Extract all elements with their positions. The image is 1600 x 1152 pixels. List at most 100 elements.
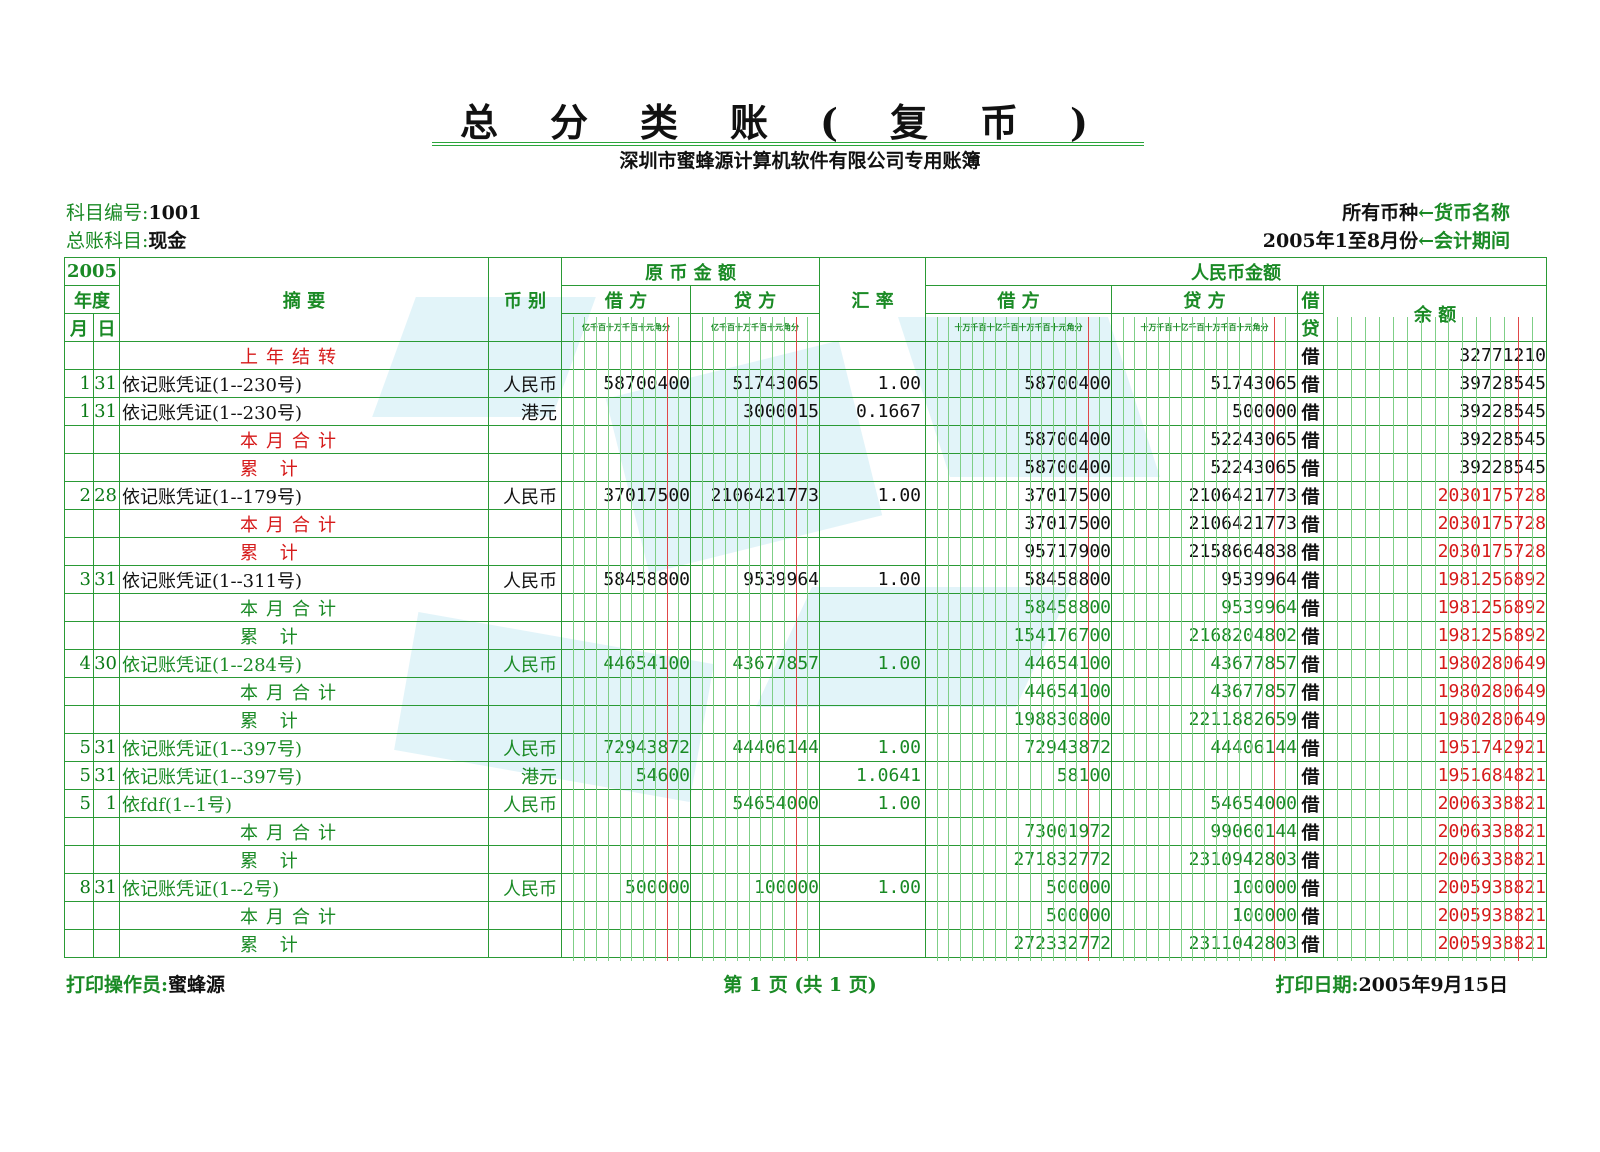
row-orig-debit: 54600 <box>561 761 692 790</box>
rate-header: 汇 率 <box>819 257 927 342</box>
row-day <box>92 453 121 482</box>
row-currency <box>488 621 563 650</box>
digit-guide <box>1336 317 1338 961</box>
row-rate <box>819 425 927 454</box>
digit-guide <box>1462 317 1464 961</box>
digit-guide <box>1204 317 1205 961</box>
row-orig-debit <box>561 929 692 958</box>
row-direction: 借 <box>1297 397 1325 426</box>
row-direction: 借 <box>1297 761 1325 790</box>
digit-guide <box>1392 317 1394 961</box>
digit-guide <box>1364 317 1366 961</box>
digit-guide <box>1169 317 1171 961</box>
row-summary: 累 计 <box>119 537 490 566</box>
row-day <box>92 341 121 370</box>
row-summary: 依记账凭证(1--230号) <box>119 397 490 426</box>
row-rate: 1.00 <box>819 369 927 398</box>
currency-header: 币 别 <box>488 257 563 342</box>
row-orig-credit: 9539964 <box>690 565 821 594</box>
row-orig-credit: 43677857 <box>690 649 821 678</box>
digit-guide <box>795 317 797 961</box>
row-orig-debit <box>561 845 692 874</box>
digit-guide <box>572 317 574 961</box>
row-currency: 人民币 <box>488 789 563 818</box>
digit-guide <box>1238 317 1240 961</box>
row-orig-debit: 37017500 <box>561 481 692 510</box>
year-unit-header: 年度 <box>63 285 121 314</box>
row-orig-credit <box>690 901 821 930</box>
row-direction: 借 <box>1297 481 1325 510</box>
summary-header: 摘 要 <box>119 257 490 342</box>
digit-guide <box>607 317 609 961</box>
digit-guide <box>1273 317 1275 961</box>
row-month: 4 <box>64 649 94 678</box>
row-day: 31 <box>92 733 121 762</box>
row-summary: 本月合计 <box>119 901 490 930</box>
row-currency <box>488 817 563 846</box>
digit-guide <box>725 317 727 961</box>
digit-guide <box>1532 317 1534 961</box>
row-day <box>92 621 121 650</box>
digit-guide <box>994 317 996 961</box>
digit-guide <box>1052 317 1054 961</box>
row-direction: 借 <box>1297 565 1325 594</box>
row-currency <box>488 901 563 930</box>
currency-name: 所有币种←货币名称 <box>1342 198 1510 225</box>
digit-guide <box>948 317 950 961</box>
row-currency <box>488 705 563 734</box>
row-direction: 借 <box>1297 845 1325 874</box>
row-orig-debit: 500000 <box>561 873 692 902</box>
digit-guide <box>1029 317 1031 961</box>
digit-guide <box>1064 317 1066 961</box>
row-orig-debit <box>561 789 692 818</box>
digit-guide <box>1215 317 1217 961</box>
row-currency: 人民币 <box>488 369 563 398</box>
row-direction: 借 <box>1297 453 1325 482</box>
row-day <box>92 425 121 454</box>
ledger-title: 总分类账(复币) <box>460 100 1140 145</box>
digit-guide <box>678 317 680 961</box>
row-summary: 依记账凭证(1--2号) <box>119 873 490 902</box>
row-month: 5 <box>64 761 94 790</box>
rmb-amount-header: 人民币金额 <box>925 257 1548 286</box>
digit-guide <box>1504 317 1506 961</box>
row-direction: 借 <box>1297 593 1325 622</box>
digit-guide <box>619 317 621 961</box>
digit-guide <box>1476 317 1478 961</box>
digit-guide <box>1406 317 1408 961</box>
digit-guide <box>1262 317 1264 961</box>
digit-guide <box>596 317 598 961</box>
digit-guide <box>983 317 985 961</box>
row-day <box>92 817 121 846</box>
row-direction: 借 <box>1297 621 1325 650</box>
digit-guide <box>1087 317 1089 961</box>
row-rate <box>819 705 927 734</box>
digit-guide <box>1134 317 1136 961</box>
row-orig-debit <box>561 677 692 706</box>
currency-name-value: 所有币种 <box>1342 202 1419 224</box>
row-orig-credit <box>690 677 821 706</box>
rmb-debit-header: 借 方 <box>925 285 1113 314</box>
row-orig-debit: 72943872 <box>561 733 692 762</box>
print-date-value: 2005年9月15日 <box>1358 974 1508 996</box>
digit-guide <box>1099 317 1101 961</box>
row-day <box>92 509 121 538</box>
row-rate: 1.00 <box>819 565 927 594</box>
row-orig-credit <box>690 509 821 538</box>
row-direction: 借 <box>1297 537 1325 566</box>
balance-header: 余 额 <box>1323 285 1548 342</box>
row-summary: 累 计 <box>119 845 490 874</box>
row-summary: 本月合计 <box>119 593 490 622</box>
row-rate: 1.00 <box>819 789 927 818</box>
rmb-credit-header: 贷 方 <box>1111 285 1299 314</box>
digit-guide <box>760 317 762 961</box>
row-direction: 借 <box>1297 733 1325 762</box>
row-summary: 本月合计 <box>119 677 490 706</box>
row-currency: 港元 <box>488 397 563 426</box>
row-rate <box>819 509 927 538</box>
year-header: 2005 <box>63 257 121 286</box>
